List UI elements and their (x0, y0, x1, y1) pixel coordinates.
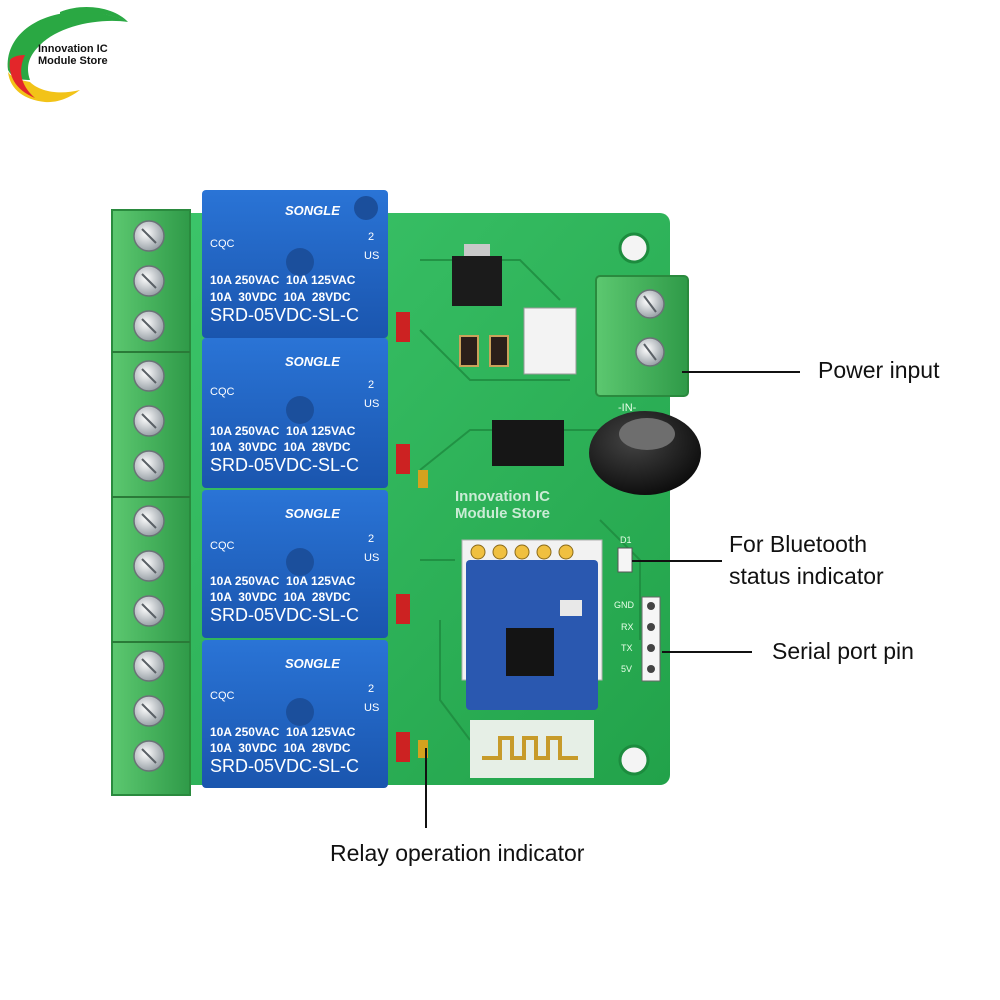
pin-tx-label: TX (621, 643, 633, 653)
relay-2-rating-1: 10A 250VAC 10A 125VAC (210, 424, 356, 438)
power-terminal-block (595, 275, 689, 397)
bluetooth-leader (632, 560, 722, 562)
bt-status-led (617, 547, 633, 573)
logo-swoosh-icon (7, 7, 129, 103)
logo-line-2: Module Store (38, 55, 108, 67)
bluetooth-label-line-1: For Bluetooth (729, 531, 868, 557)
relay-3-model: SRD-05VDC-SL-C (210, 605, 360, 625)
capacitor-c2 (459, 335, 479, 367)
relay-3 (202, 490, 388, 638)
relay-2-rating-2: 10A 30VDC 10A 28VDC (210, 440, 351, 454)
relay-2-cert-right: US (364, 398, 380, 410)
relay-2-cert-left: CQC (210, 386, 235, 398)
electrolytic-capacitor (589, 411, 701, 495)
relay-4-rating-1: 10A 250VAC 10A 125VAC (210, 725, 356, 739)
relay-3-cert-sup: 2 (368, 533, 375, 545)
relay-1-brand: SONGLE (285, 203, 340, 218)
relay-4-cert-left: CQC (210, 690, 235, 702)
watermark: Innovation IC Module Store (455, 488, 551, 522)
relay-4 (202, 640, 388, 788)
relay-1-cert-sup: 2 (368, 231, 375, 243)
relay-indicator-label: Relay operation indicator (330, 840, 585, 866)
serial-pin-leader (662, 651, 752, 653)
bluetooth-label-line-2: status indicator (729, 563, 884, 589)
capacitor-c1 (489, 335, 509, 367)
ic-chip (492, 420, 564, 466)
power-input-leader (682, 371, 800, 373)
store-logo: Innovation IC Module Store (0, 0, 140, 110)
relay-3-rating-2: 10A 30VDC 10A 28VDC (210, 590, 351, 604)
relay-3-cert-left: CQC (210, 540, 235, 552)
in-label: -IN- (618, 402, 637, 414)
relay-indicator-leader (425, 748, 427, 828)
serial-pin-label: Serial port pin (772, 638, 914, 664)
mount-hole (618, 232, 650, 264)
relay-4-rating-2: 10A 30VDC 10A 28VDC (210, 741, 351, 755)
relay-2-model: SRD-05VDC-SL-C (210, 455, 360, 475)
logo-line-1: Innovation IC (38, 43, 108, 55)
serial-pin-header (641, 596, 661, 682)
power-input-label: Power input (818, 357, 940, 383)
relay-2-cert-sup: 2 (368, 379, 375, 391)
relay-2 (202, 338, 388, 488)
relay-1-cert-right: US (364, 250, 380, 262)
ic-socket (523, 307, 577, 375)
relay-1-cert-left: CQC (210, 238, 235, 250)
relay-3-brand: SONGLE (285, 506, 340, 521)
relay-4-cert-sup: 2 (368, 683, 375, 695)
pin-gnd-label: GND (614, 600, 634, 610)
relay-4-brand: SONGLE (285, 656, 340, 671)
relay-3-rating-1: 10A 250VAC 10A 125VAC (210, 574, 356, 588)
relay-1-rating-2: 10A 30VDC 10A 28VDC (210, 290, 351, 304)
relay-1-rating-1: 10A 250VAC 10A 125VAC (210, 273, 356, 287)
d1-label: D1 (620, 535, 632, 545)
pin-5v-label: 5V (621, 664, 633, 674)
terminal-block-column (111, 209, 191, 796)
relay-2-brand: SONGLE (285, 354, 340, 369)
relay-3-cert-right: US (364, 552, 380, 564)
pin-rx-label: RX (621, 622, 634, 632)
relay-1-model: SRD-05VDC-SL-C (210, 305, 360, 325)
relay-indicator-diodes (396, 312, 428, 762)
relay-1 (202, 190, 388, 338)
voltage-regulator (452, 256, 502, 306)
relay-4-cert-right: US (364, 702, 380, 714)
mount-hole (618, 744, 650, 776)
bluetooth-module (461, 539, 603, 778)
relay-4-model: SRD-05VDC-SL-C (210, 756, 360, 776)
